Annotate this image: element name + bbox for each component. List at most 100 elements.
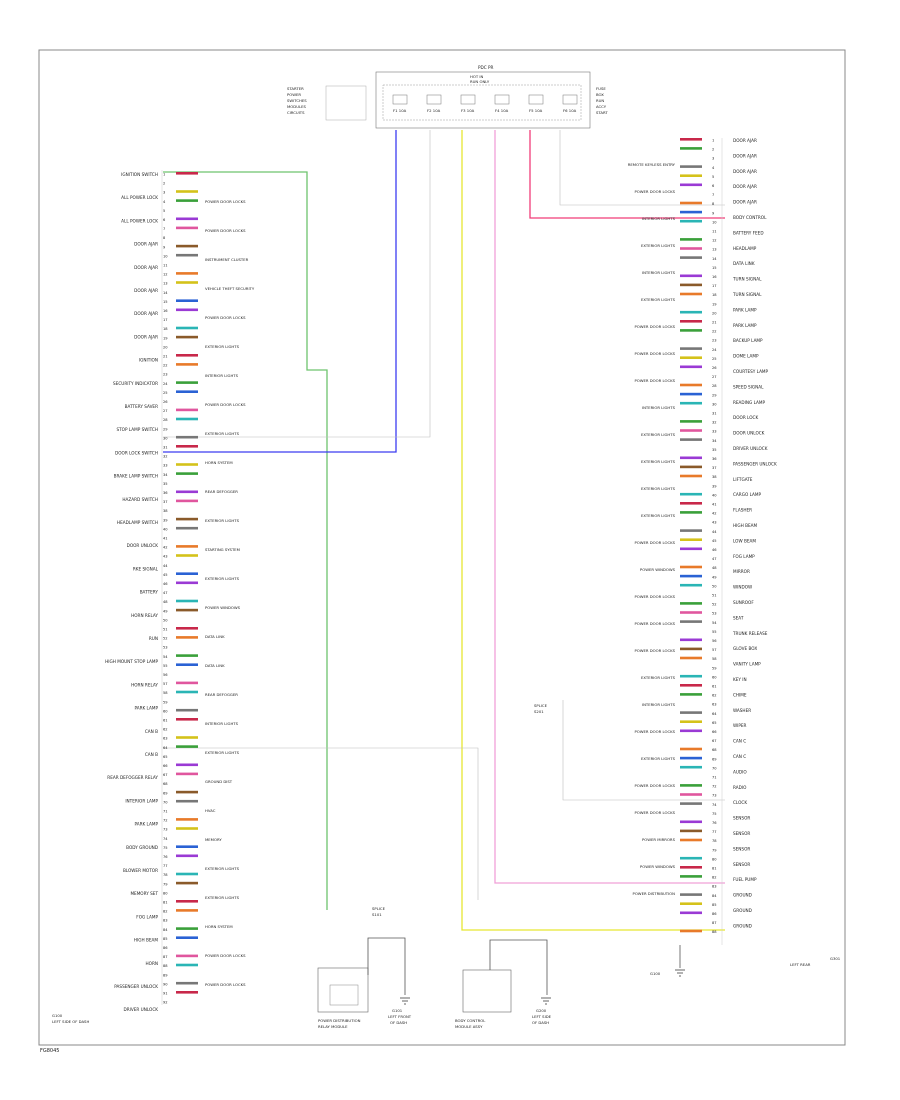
pin-number: 49 <box>712 575 717 579</box>
wire-color-swatch <box>176 381 198 384</box>
right-circuit-label: BACKUP LAMP <box>733 338 763 343</box>
left-circuit-label: STOP LAMP SWITCH <box>116 427 158 432</box>
connector-pin: 53 <box>163 646 168 650</box>
left-system-label: HORN SYSTEM <box>205 460 233 465</box>
pin-number: 80 <box>712 857 717 861</box>
pin-number: 88 <box>712 930 717 934</box>
svg-text:FUSE: FUSE <box>596 86 606 91</box>
pin-number: 13 <box>163 282 168 286</box>
connector-pin: 86 <box>163 946 168 950</box>
svg-text:G100: G100 <box>650 971 661 976</box>
left-circuit-label: DOOR AJAR <box>134 334 158 339</box>
wire-color-swatch <box>680 165 702 168</box>
connector-pin: 41 <box>680 502 717 507</box>
pin-number: 23 <box>163 373 168 377</box>
pin-number: 83 <box>712 885 717 889</box>
connector-pin: 29 <box>680 392 717 397</box>
pin-number: 87 <box>163 955 168 959</box>
pin-number: 47 <box>712 557 717 561</box>
right-circuit-label: CHIME <box>733 692 747 697</box>
pin-number: 27 <box>712 375 717 379</box>
wire-color-swatch <box>680 438 702 441</box>
connector-pin: 27 <box>712 375 717 379</box>
right-circuit-label: DOOR AJAR <box>733 169 757 174</box>
pin-number: 40 <box>163 527 168 531</box>
connector-pin: 19 <box>163 335 198 340</box>
connector-pin: 85 <box>163 936 198 941</box>
connector-pin: 70 <box>680 765 717 770</box>
left-circuit-label: HORN RELAY <box>131 682 158 687</box>
connector-pin: 52 <box>163 636 198 641</box>
connector-pin: 46 <box>680 547 717 552</box>
wire-color-swatch <box>680 538 702 541</box>
wire-color-swatch <box>176 335 198 339</box>
connector-pin: 55 <box>712 630 717 634</box>
right-system-label: POWER DISTRIBUTION <box>633 891 676 896</box>
wire-color-swatch <box>680 875 702 878</box>
connector-pin: 79 <box>163 881 198 886</box>
left-circuit-label: BODY GROUND <box>126 845 158 850</box>
pin-number: 14 <box>163 291 168 295</box>
wire-color-swatch <box>176 663 198 666</box>
wires <box>163 130 725 931</box>
wire-color-swatch <box>680 911 702 915</box>
connector-pin: 50 <box>680 583 717 588</box>
pin-number: 3 <box>712 157 714 161</box>
left-circuit-label: FOG LAMP <box>136 914 158 919</box>
pin-number: 86 <box>712 912 717 916</box>
pin-number: 63 <box>163 737 168 741</box>
svg-text:BOX: BOX <box>596 92 604 97</box>
right-circuit-label: TURN SIGNAL <box>732 292 762 297</box>
bottom-components: POWER DISTRIBUTION RELAY MODULE G101 LEF… <box>52 703 841 1029</box>
wire-color-swatch <box>176 991 198 994</box>
right-circuit-label: DRIVER UNLOCK <box>733 446 768 451</box>
wire-color-swatch <box>176 572 198 575</box>
connector-pin: 62 <box>163 728 168 732</box>
connector-pin: 50 <box>163 618 168 622</box>
pin-number: 74 <box>712 803 717 807</box>
connector-pin: 77 <box>680 829 717 834</box>
wire-color-swatch <box>680 383 702 387</box>
connector-pin: 58 <box>163 690 198 695</box>
wire-color-swatch <box>680 347 702 350</box>
connector-pin: 38 <box>163 509 168 513</box>
right-circuit-label: PASSENGER UNLOCK <box>733 461 777 466</box>
pin-number: 35 <box>163 482 168 486</box>
connector-pin: 61 <box>163 718 198 723</box>
connector-pin: 56 <box>163 673 168 677</box>
wire-color-swatch <box>680 201 702 205</box>
pin-number: 51 <box>163 628 168 632</box>
connector-pin: 12 <box>680 238 717 243</box>
diagram-frame <box>38 49 846 1046</box>
connector-pin: 34 <box>680 438 717 443</box>
pin-number: 82 <box>712 876 717 880</box>
right-circuit-label: TRUNK RELEASE <box>732 631 768 636</box>
pin-number: 56 <box>163 673 168 677</box>
wire-color-swatch <box>176 490 198 494</box>
connector-pin: 59 <box>163 700 168 704</box>
right-system-label: POWER WINDOWS <box>640 567 676 572</box>
connector-pin: 11 <box>163 264 168 268</box>
connector-pin: 84 <box>163 927 198 932</box>
left-circuit-label: RKE SIGNAL <box>133 566 159 571</box>
connector-pin: 23 <box>163 373 168 377</box>
pin-number: 84 <box>712 894 717 898</box>
connector-pin: 65 <box>163 755 168 759</box>
connector-pin: 47 <box>163 591 168 595</box>
connector-pin: 70 <box>163 799 198 804</box>
wire-color-swatch <box>680 138 702 141</box>
connector-pin: 17 <box>163 318 168 322</box>
pin-number: 38 <box>712 475 717 479</box>
pin-number: 59 <box>712 666 717 670</box>
left-circuit-label: BLOWER MOTOR <box>123 868 158 873</box>
pin-number: 62 <box>712 694 717 698</box>
pin-number: 68 <box>163 782 168 786</box>
connector-pin: 49 <box>680 574 717 579</box>
wire-color-swatch <box>176 499 198 503</box>
connector-pin: 25 <box>163 390 198 395</box>
left-circuit-label: BRAKE LAMP SWITCH <box>114 474 158 479</box>
wire-color-swatch <box>680 820 702 824</box>
pin-number: 6 <box>163 218 166 222</box>
wire-color-swatch <box>680 456 702 460</box>
